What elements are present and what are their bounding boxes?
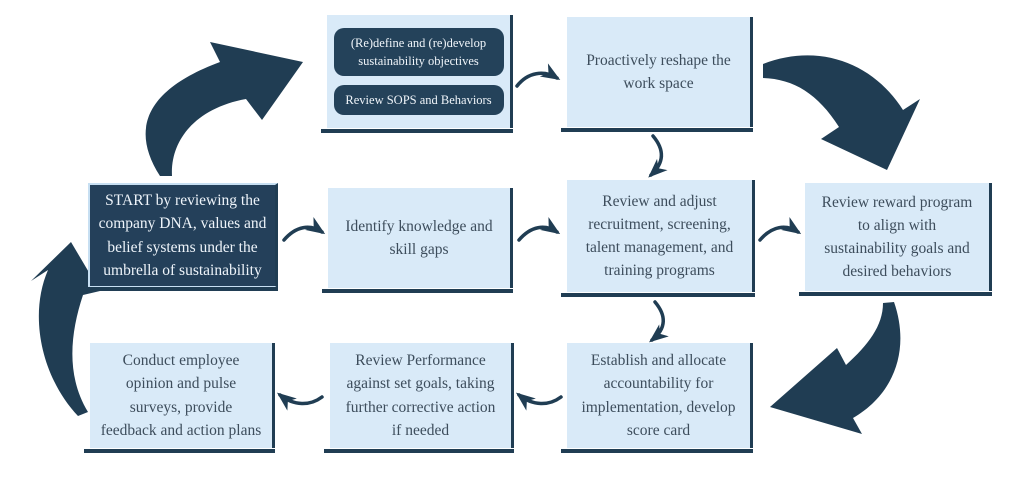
big-arrow-reward-to-accountability bbox=[770, 302, 901, 434]
node-start: START by reviewing the company DNA, valu… bbox=[84, 183, 278, 291]
node-accountability: Establish and allocate accountability fo… bbox=[561, 343, 753, 453]
node-sops-label: Review SOPS and Behaviors bbox=[345, 93, 492, 108]
node-reward-label: Review reward program to align with sust… bbox=[821, 193, 973, 281]
node-surveys: Conduct employee opinion and pulse surve… bbox=[84, 343, 275, 453]
node-reward: Review reward program to align with sust… bbox=[799, 183, 992, 296]
node-recruitment: Review and adjust recruitment, screening… bbox=[561, 180, 755, 297]
arrow-accountability-to-performance bbox=[515, 392, 563, 411]
node-reshape: Proactively reshape the work space bbox=[561, 17, 753, 132]
arrow-objectives-to-reshape bbox=[515, 63, 561, 88]
node-surveys-label: Conduct employee opinion and pulse surve… bbox=[100, 352, 262, 439]
node-gaps-label: Identify knowledge and skill gaps bbox=[345, 217, 493, 258]
node-accountability-label: Establish and allocate accountability fo… bbox=[581, 352, 736, 439]
node-objectives-label: (Re)define and (re)develop sustainabilit… bbox=[350, 35, 487, 68]
node-recruitment-label: Review and adjust recruitment, screening… bbox=[585, 192, 734, 280]
arrow-recruitment-to-accountability bbox=[648, 300, 669, 343]
arrow-performance-to-surveys bbox=[276, 392, 324, 411]
node-gaps: Identify knowledge and skill gaps bbox=[322, 188, 513, 293]
node-start-label: START by reviewing the company DNA, valu… bbox=[98, 192, 267, 279]
arrow-reshape-to-recruitment bbox=[648, 134, 668, 178]
arrow-recruitment-to-reward bbox=[758, 217, 802, 242]
node-reshape-label: Proactively reshape the work space bbox=[586, 51, 731, 92]
arrow-gaps-to-recruitment bbox=[517, 217, 561, 242]
node-performance: Review Performance against set goals, ta… bbox=[324, 343, 514, 453]
node-objectives-group: (Re)define and (re)develop sustainabilit… bbox=[321, 15, 513, 133]
big-arrow-start-to-objectives bbox=[145, 42, 303, 176]
node-sops: Review SOPS and Behaviors bbox=[333, 85, 504, 116]
big-arrow-reshape-to-reward bbox=[763, 55, 920, 170]
node-objectives: (Re)define and (re)develop sustainabilit… bbox=[333, 27, 504, 77]
node-performance-label: Review Performance against set goals, ta… bbox=[345, 352, 496, 439]
arrow-start-to-gaps bbox=[282, 217, 326, 242]
